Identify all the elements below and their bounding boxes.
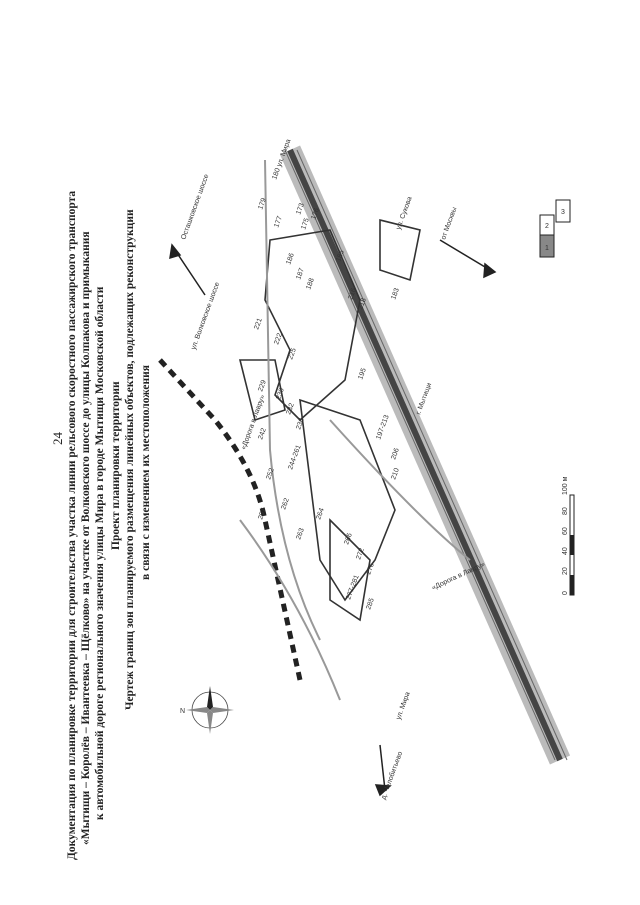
parcel-label: 236 bbox=[295, 417, 306, 430]
parcel-label: 257 bbox=[257, 507, 268, 520]
road-label-1: «Дорога в Лавру» bbox=[240, 394, 266, 451]
parcel-label: 186 bbox=[285, 252, 296, 265]
zone-outlines bbox=[238, 218, 421, 622]
parcel-label: 222 bbox=[273, 332, 284, 345]
parcel-label: 216 bbox=[347, 287, 358, 300]
parcel-label: 183 bbox=[390, 287, 401, 300]
scale-tick-2: 40 bbox=[562, 547, 569, 555]
road-label-4: ул. Мира bbox=[395, 691, 411, 721]
parcel-label: 206 bbox=[390, 447, 401, 460]
parcel-label: 188 bbox=[305, 277, 316, 290]
scale-tick-4: 80 bbox=[562, 507, 569, 515]
parcel-label: 195 bbox=[357, 367, 368, 380]
parcel-label: 225 bbox=[287, 347, 298, 360]
parcel-label: 277-281 bbox=[345, 574, 360, 601]
parcel-label: 252 bbox=[265, 467, 276, 480]
road-label-3: Осташковское шоссе bbox=[180, 173, 210, 240]
parcel-label: 185 bbox=[335, 249, 346, 262]
dashed-rail bbox=[158, 358, 303, 681]
parcel-label: 266 bbox=[343, 532, 354, 545]
compass-label: N bbox=[180, 708, 185, 715]
parcel-label: 173 bbox=[295, 202, 306, 215]
compass-rose: N bbox=[180, 686, 234, 734]
parcel-label: 244-261 bbox=[287, 444, 302, 471]
parcel-label: 230 bbox=[275, 387, 286, 400]
parcel-label: 177 bbox=[273, 215, 284, 228]
parcel-label: 263 bbox=[295, 527, 306, 540]
parcel-label: 285 bbox=[365, 597, 376, 610]
scale-tick-1: 20 bbox=[562, 567, 569, 575]
parcel-label: 175 bbox=[300, 217, 311, 230]
parcel-label: 276 bbox=[365, 562, 376, 575]
legend-2: 2 bbox=[545, 223, 549, 230]
parcel-label: 221 bbox=[253, 317, 264, 330]
parcel-label: 264 bbox=[315, 507, 326, 520]
parcel-label: 179 bbox=[257, 197, 268, 210]
parcel-label: 229 bbox=[257, 379, 268, 392]
parcel-label: 272 bbox=[355, 547, 366, 560]
direction-arrows bbox=[169, 239, 497, 797]
parcel-label: 232 bbox=[285, 402, 296, 415]
railway-corridor bbox=[279, 145, 571, 765]
legend: 1 2 3 bbox=[539, 199, 571, 258]
scale-tick-5: 100 м bbox=[562, 476, 569, 495]
road-label-7: от Москвы bbox=[440, 206, 458, 240]
parcel-label: 210 bbox=[390, 467, 401, 480]
scale-bar: 0 20 40 60 80 100 м bbox=[562, 476, 575, 596]
road-label-5: г. Мытищи bbox=[415, 382, 433, 416]
scale-tick-0: 0 bbox=[562, 591, 569, 595]
parcel-label: 187 bbox=[295, 267, 306, 280]
parcel-label: 176 bbox=[310, 207, 321, 220]
legend-1: 1 bbox=[545, 245, 549, 252]
road-label-2: ул. Волковское шоссе bbox=[190, 281, 221, 350]
scale-tick-3: 60 bbox=[562, 527, 569, 535]
parcel-label: 262 bbox=[280, 497, 291, 510]
legend-3: 3 bbox=[561, 209, 565, 216]
roads bbox=[239, 159, 471, 701]
parcel-label: 242 bbox=[257, 427, 268, 440]
parcel-label: 197-213 bbox=[375, 414, 390, 441]
parcel-label: 218 bbox=[357, 297, 368, 310]
